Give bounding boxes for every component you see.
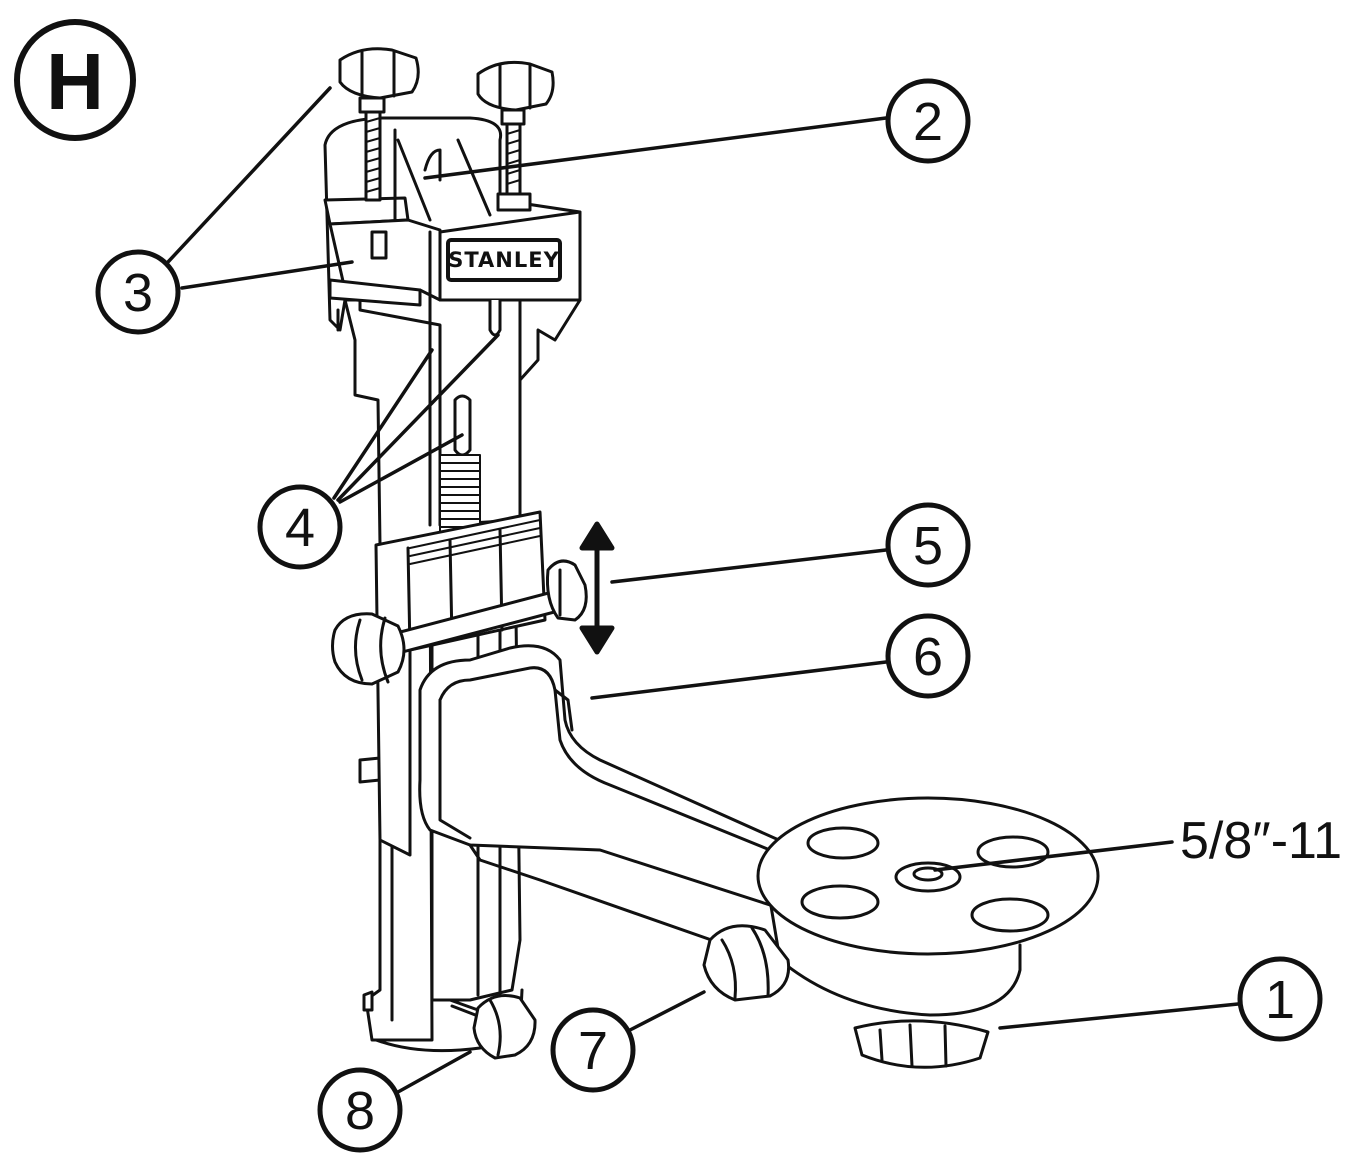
- top-clamp-housing: STANLEY: [323, 116, 582, 547]
- wall-mount-bracket-drawing: STANLEY: [323, 47, 1100, 1069]
- leader-2: [423, 116, 888, 180]
- round-platform: [756, 796, 1100, 1017]
- leader-1: [998, 1002, 1240, 1030]
- arm-lock-knob: [702, 924, 791, 1002]
- callout-5-label: 5: [913, 516, 943, 576]
- callout-8: 8: [317, 1067, 403, 1153]
- callout-3-label: 3: [123, 263, 153, 323]
- carriage-left-knob: [331, 612, 406, 686]
- carriage-right-knob: [546, 559, 588, 622]
- figure-letter: H: [46, 37, 104, 126]
- top-right-clamp-knob: [476, 60, 555, 212]
- leader-8: [396, 1050, 472, 1094]
- leader-7: [628, 990, 706, 1032]
- callout-4: 4: [257, 484, 343, 570]
- top-left-clamp-knob: [338, 47, 420, 260]
- bottom-clamp-knob: [448, 994, 537, 1060]
- leader-3a: [166, 86, 332, 264]
- callout-6: 6: [885, 613, 971, 699]
- height-rack-teeth: [439, 454, 481, 536]
- thread-spec-label: 5/8″-11: [1180, 812, 1342, 870]
- callout-6-label: 6: [913, 627, 943, 687]
- leader-4b: [336, 333, 500, 502]
- height-travel-arrow: [579, 521, 615, 655]
- callout-2-label: 2: [913, 92, 943, 152]
- callout-5: 5: [885, 502, 971, 588]
- callout-1-label: 1: [1265, 970, 1295, 1030]
- figure-letter-badge: H: [14, 19, 136, 141]
- leader-4c: [338, 433, 464, 504]
- leader-3b: [180, 260, 354, 290]
- leader-thread: [933, 840, 1174, 872]
- callout-8-label: 8: [345, 1081, 375, 1141]
- leader-lines: [166, 86, 1240, 1094]
- callout-2: 2: [885, 78, 971, 164]
- callout-4-label: 4: [285, 498, 315, 558]
- callout-3: 3: [95, 249, 181, 335]
- leader-6: [590, 660, 888, 700]
- callout-7-label: 7: [578, 1021, 608, 1081]
- callout-7: 7: [550, 1007, 636, 1093]
- leader-4a: [332, 348, 434, 500]
- callout-1: 1: [1237, 956, 1323, 1042]
- platform-bottom-knob: [853, 1019, 990, 1069]
- leader-5: [610, 548, 888, 584]
- brand-label: STANLEY: [448, 248, 560, 272]
